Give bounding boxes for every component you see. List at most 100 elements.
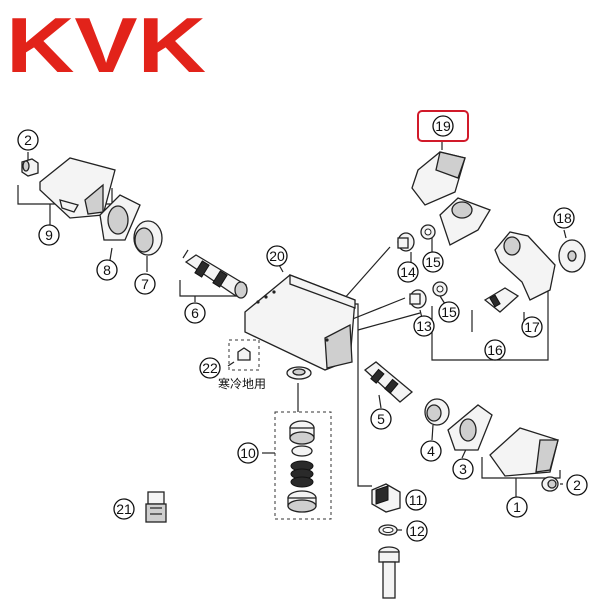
callout-circle — [237, 442, 259, 464]
callout-circle — [113, 498, 135, 520]
callout-number: 22 — [202, 360, 218, 376]
cold-area-note: 寒冷地用 — [218, 376, 266, 391]
callout-circle — [438, 301, 460, 323]
part-12-washer — [378, 524, 398, 536]
callout-circle — [553, 207, 575, 229]
callout-number: 2 — [24, 132, 32, 148]
callout-circle — [96, 259, 118, 281]
part-4-ring — [424, 398, 450, 426]
callout-circle — [405, 489, 427, 511]
callout-number: 18 — [556, 210, 572, 226]
part-9-handle-left — [39, 157, 116, 219]
part-22-drain-plug — [237, 347, 251, 361]
callout-number: 9 — [45, 227, 53, 243]
callout-circle — [420, 440, 442, 462]
callout-circle — [413, 315, 435, 337]
callout-circle — [17, 129, 39, 151]
part-17-callout: 17 — [521, 316, 543, 338]
under-body-ring — [286, 366, 312, 380]
callout-number: 14 — [400, 264, 416, 280]
part-22-callout: 22 — [199, 357, 221, 379]
callout-number: 13 — [416, 318, 432, 334]
part-10-callout: 10 — [237, 442, 259, 464]
part-14-nut — [397, 232, 415, 252]
part-8-callout: 8 — [96, 259, 118, 281]
leader-lines — [17, 141, 567, 531]
part-19-spout-tip — [411, 151, 466, 206]
callout-circle — [506, 496, 528, 518]
callout-circle — [397, 261, 419, 283]
part-15-oring-upper — [420, 224, 436, 240]
callout-number: 7 — [141, 276, 149, 292]
callout-number: 21 — [116, 501, 132, 517]
part-19-callout: 19 — [432, 115, 454, 137]
part-3-bezel — [447, 404, 493, 451]
part-18-flange — [558, 239, 586, 273]
part-14-callout: 14 — [397, 261, 419, 283]
callout-number: 5 — [377, 411, 385, 427]
part-6-callout: 6 — [184, 302, 206, 324]
supply-pipe — [378, 546, 400, 599]
callout-number: 8 — [103, 262, 111, 278]
part-16-connector — [483, 287, 520, 313]
spout-arm — [439, 197, 491, 246]
part-21-callout: 21 — [113, 498, 135, 520]
part-1-handle-right — [489, 427, 559, 477]
callout-number: 1 — [513, 499, 521, 515]
callout-circle — [406, 520, 428, 542]
callout-circle — [266, 245, 288, 267]
callout-circle — [134, 273, 156, 295]
part-20-faucet-body — [244, 274, 356, 371]
part-15-oring-lower — [432, 281, 448, 297]
callout-number: 12 — [409, 523, 425, 539]
part-21-valve-stem — [145, 491, 167, 523]
part-15-callout-lower: 15 — [438, 301, 460, 323]
part-2-cap-right — [541, 476, 559, 492]
callout-number: 20 — [269, 248, 285, 264]
callout-circle — [38, 224, 60, 246]
part-1-callout: 1 — [506, 496, 528, 518]
callout-circle — [566, 474, 588, 496]
callout-number: 15 — [425, 254, 441, 270]
part-13-nut — [409, 289, 427, 309]
callout-circle — [422, 251, 444, 273]
part-16-callout: 16 — [484, 339, 506, 361]
callout-number: 2 — [573, 477, 581, 493]
part-18-callout: 18 — [553, 207, 575, 229]
part-7-callout: 7 — [134, 273, 156, 295]
part-20-callout: 20 — [266, 245, 288, 267]
callout-circle — [370, 408, 392, 430]
part-4-callout: 4 — [420, 440, 442, 462]
callout-number: 3 — [459, 461, 467, 477]
callout-number: 15 — [441, 304, 457, 320]
part-17-shower-arm — [494, 231, 556, 301]
callout-circle — [199, 357, 221, 379]
part-2-callout-right: 2 — [566, 474, 588, 496]
callout-number: 17 — [524, 319, 540, 335]
callout-number: 11 — [409, 492, 424, 508]
part-3-callout: 3 — [452, 458, 474, 480]
part-5-callout: 5 — [370, 408, 392, 430]
part-11-elbow — [371, 483, 401, 513]
part-9-callout: 9 — [38, 224, 60, 246]
part-8-ring — [99, 194, 141, 241]
callout-number: 4 — [427, 443, 435, 459]
part-10-strainer-set — [287, 420, 317, 513]
callout-circle — [484, 339, 506, 361]
part-2-cap-left — [21, 158, 39, 177]
part-7-cap-ring — [133, 220, 163, 256]
part-13-callout: 13 — [413, 315, 435, 337]
callout-circle — [521, 316, 543, 338]
callout-number: 10 — [240, 445, 256, 461]
part-5-cartridge — [363, 361, 414, 403]
part-19-highlight-box — [417, 110, 469, 142]
callout-circle — [432, 115, 454, 137]
part-12-callout: 12 — [406, 520, 428, 542]
part-6-cartridge — [182, 249, 248, 299]
callout-circle — [452, 458, 474, 480]
kvk-logo: KVK — [6, 1, 206, 89]
callout-number: 19 — [435, 118, 451, 134]
callout-number: 6 — [191, 305, 199, 321]
